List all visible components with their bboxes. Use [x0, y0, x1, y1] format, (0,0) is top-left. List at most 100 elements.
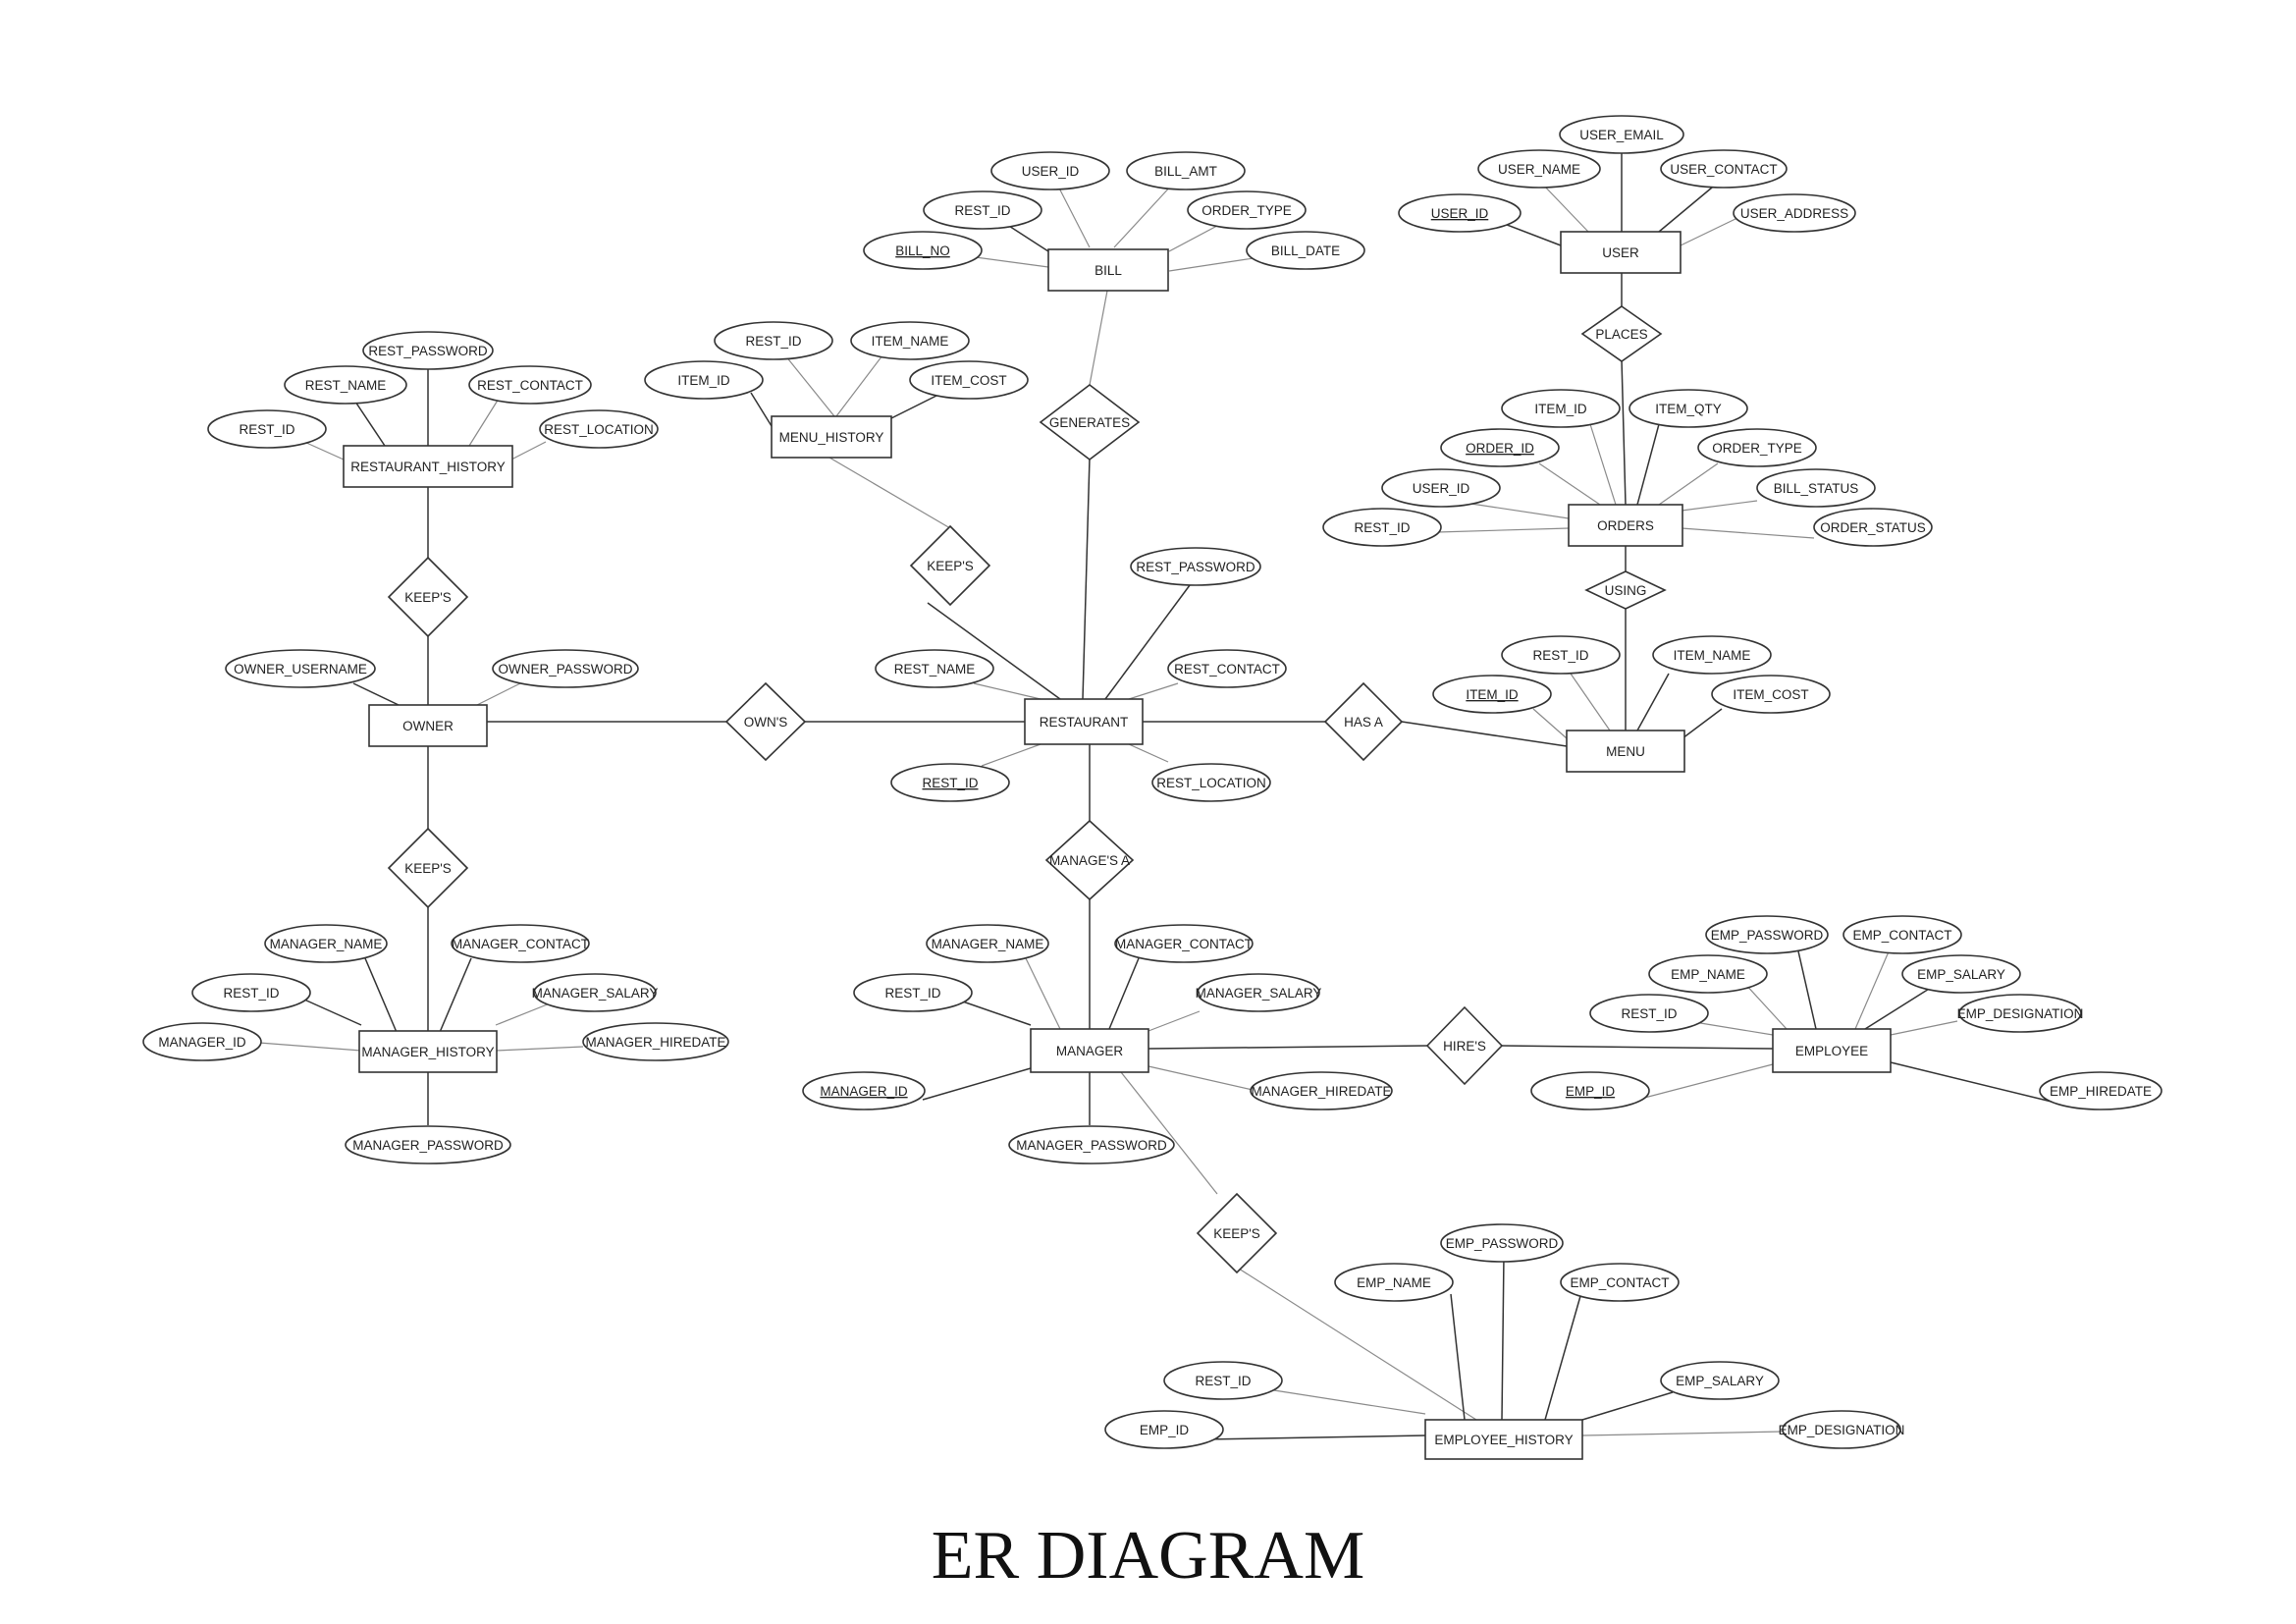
attribute-label: REST_LOCATION	[1156, 776, 1266, 790]
attr-bill-rest-id: REST_ID	[923, 190, 1042, 230]
relationship-using: USING	[1584, 570, 1667, 610]
attr-orders-order-status: ORDER_STATUS	[1813, 508, 1933, 547]
attr-mgr-history-salary: MANAGER_SALARY	[532, 973, 659, 1012]
entity-label: OWNER	[402, 719, 454, 733]
attribute-label: EMP_SALARY	[1917, 967, 2005, 982]
entity-menu: MENU	[1566, 730, 1685, 773]
attr-menu-rest-id: REST_ID	[1501, 635, 1621, 675]
attr-menu-history-item-name: ITEM_NAME	[850, 321, 970, 360]
attribute-label: ITEM_ID	[1466, 687, 1519, 702]
entity-label: RESTAURANT	[1040, 715, 1129, 730]
diagram-title: ER DIAGRAM	[931, 1518, 1365, 1594]
attr-user-address: USER_ADDRESS	[1733, 193, 1856, 233]
attribute-label: REST_PASSWORD	[368, 344, 488, 358]
relationship-label: USING	[1605, 583, 1647, 598]
attr-bill-bill-date: BILL_DATE	[1246, 231, 1365, 270]
entity-employee: EMPLOYEE	[1772, 1028, 1892, 1073]
attribute-label: EMP_NAME	[1671, 967, 1745, 982]
attribute-label: REST_LOCATION	[544, 422, 654, 437]
attribute-label: ORDER_ID	[1466, 441, 1534, 456]
attr-restaurant-password: REST_PASSWORD	[1130, 547, 1261, 586]
attr-mgr-history-id: MANAGER_ID	[142, 1022, 262, 1061]
attr-mgr-history-contact: MANAGER_CONTACT	[451, 924, 590, 963]
entity-label: BILL	[1095, 263, 1122, 278]
attr-menu-history-rest-id: REST_ID	[714, 321, 833, 360]
attribute-label: REST_CONTACT	[477, 378, 583, 393]
attribute-label: EMP_CONTACT	[1852, 928, 1951, 943]
attribute-label: ITEM_ID	[1534, 402, 1587, 416]
attribute-label: MANAGER_NAME	[932, 937, 1044, 951]
attribute-label: BILL_STATUS	[1774, 481, 1859, 496]
attribute-label: REST_ID	[1621, 1006, 1677, 1021]
attr-employee-salary: EMP_SALARY	[1901, 954, 2021, 994]
relationship-keeps-manager: KEEP'S	[387, 827, 469, 909]
attr-emp-history-salary: EMP_SALARY	[1660, 1361, 1780, 1400]
attr-bill-user-id: USER_ID	[990, 151, 1110, 190]
attr-orders-order-id-key: ORDER_ID	[1440, 428, 1560, 467]
entity-label: USER	[1602, 245, 1639, 260]
attr-owner-username: OWNER_USERNAME	[225, 649, 376, 688]
attribute-label: MANAGER_ID	[158, 1035, 246, 1050]
attr-rest-history-location: REST_LOCATION	[539, 409, 659, 449]
entity-user: USER	[1560, 231, 1682, 274]
attr-user-id-key: USER_ID	[1398, 193, 1522, 233]
attr-mgr-history-password: MANAGER_PASSWORD	[345, 1125, 511, 1164]
relationship-places: PLACES	[1580, 305, 1663, 362]
attribute-label: EMP_ID	[1566, 1084, 1616, 1099]
relationship-label: KEEP'S	[1213, 1226, 1260, 1241]
entity-manager: MANAGER	[1030, 1028, 1149, 1073]
attr-mgr-history-rest-id: REST_ID	[191, 973, 311, 1012]
attribute-label: REST_ID	[884, 986, 940, 1001]
attribute-label: REST_CONTACT	[1174, 662, 1280, 677]
relationship-label: KEEP'S	[404, 590, 452, 605]
attribute-label: REST_ID	[954, 203, 1010, 218]
attribute-label: REST_ID	[745, 334, 801, 349]
attribute-label: REST_PASSWORD	[1136, 560, 1255, 574]
relationship-has-a: HAS A	[1323, 681, 1404, 762]
attribute-label: ITEM_ID	[677, 373, 730, 388]
attribute-label: USER_ID	[1413, 481, 1470, 496]
attribute-label: REST_ID	[1195, 1374, 1251, 1388]
attr-emp-history-designation: EMP_DESIGNATION	[1779, 1410, 1905, 1449]
attr-manager-id-key: MANAGER_ID	[802, 1071, 926, 1110]
attr-restaurant-rest-id-key: REST_ID	[890, 763, 1010, 802]
entity-bill: BILL	[1047, 248, 1169, 292]
attr-restaurant-name: REST_NAME	[875, 649, 994, 688]
attribute-label: REST_ID	[1354, 520, 1410, 535]
attribute-label: EMP_DESIGNATION	[1779, 1423, 1905, 1437]
attr-menu-history-item-cost: ITEM_COST	[909, 360, 1029, 400]
edges	[258, 150, 2053, 1440]
relationship-label: KEEP'S	[927, 559, 974, 573]
relationship-keeps-employee: KEEP'S	[1196, 1192, 1278, 1274]
attribute-label: MANAGER_HIREDATE	[1251, 1084, 1391, 1099]
attr-orders-bill-status: BILL_STATUS	[1756, 468, 1876, 508]
relationship-label: OWN'S	[744, 715, 788, 730]
relationship-label: HIRE'S	[1443, 1039, 1486, 1054]
attr-user-email: USER_EMAIL	[1559, 115, 1684, 154]
attribute-label: EMP_PASSWORD	[1711, 928, 1824, 943]
attribute-label: ORDER_TYPE	[1712, 441, 1802, 456]
entity-menu-history: MENU_HISTORY	[771, 415, 892, 459]
entity-label: RESTAURANT_HISTORY	[350, 460, 506, 474]
relationship-label: GENERATES	[1049, 415, 1130, 430]
entity-label: MANAGER	[1056, 1044, 1124, 1058]
attr-manager-name: MANAGER_NAME	[926, 924, 1049, 963]
relationship-label: KEEP'S	[404, 861, 452, 876]
attribute-label: REST_ID	[1532, 648, 1588, 663]
attribute-label: REST_ID	[239, 422, 294, 437]
attribute-label: EMP_PASSWORD	[1446, 1236, 1559, 1251]
entity-employee-history: EMPLOYEE_HISTORY	[1424, 1419, 1583, 1460]
attribute-label: ORDER_STATUS	[1820, 520, 1926, 535]
relationship-label: MANAGE'S A	[1049, 853, 1130, 868]
relationship-manages-a: MANAGE'S A	[1044, 819, 1135, 901]
entity-orders: ORDERS	[1568, 504, 1683, 547]
attribute-label: MANAGER_SALARY	[532, 986, 659, 1001]
attribute-label: ITEM_NAME	[872, 334, 949, 349]
attribute-label: EMP_HIREDATE	[2050, 1084, 2152, 1099]
attribute-label: MANAGER_NAME	[270, 937, 383, 951]
attr-emp-history-rest-id: REST_ID	[1163, 1361, 1283, 1400]
attr-emp-history-password: EMP_PASSWORD	[1440, 1223, 1564, 1263]
entity-owner: OWNER	[368, 704, 488, 747]
attr-rest-history-name: REST_NAME	[284, 365, 407, 405]
attr-employee-hiredate: EMP_HIREDATE	[2039, 1071, 2163, 1110]
